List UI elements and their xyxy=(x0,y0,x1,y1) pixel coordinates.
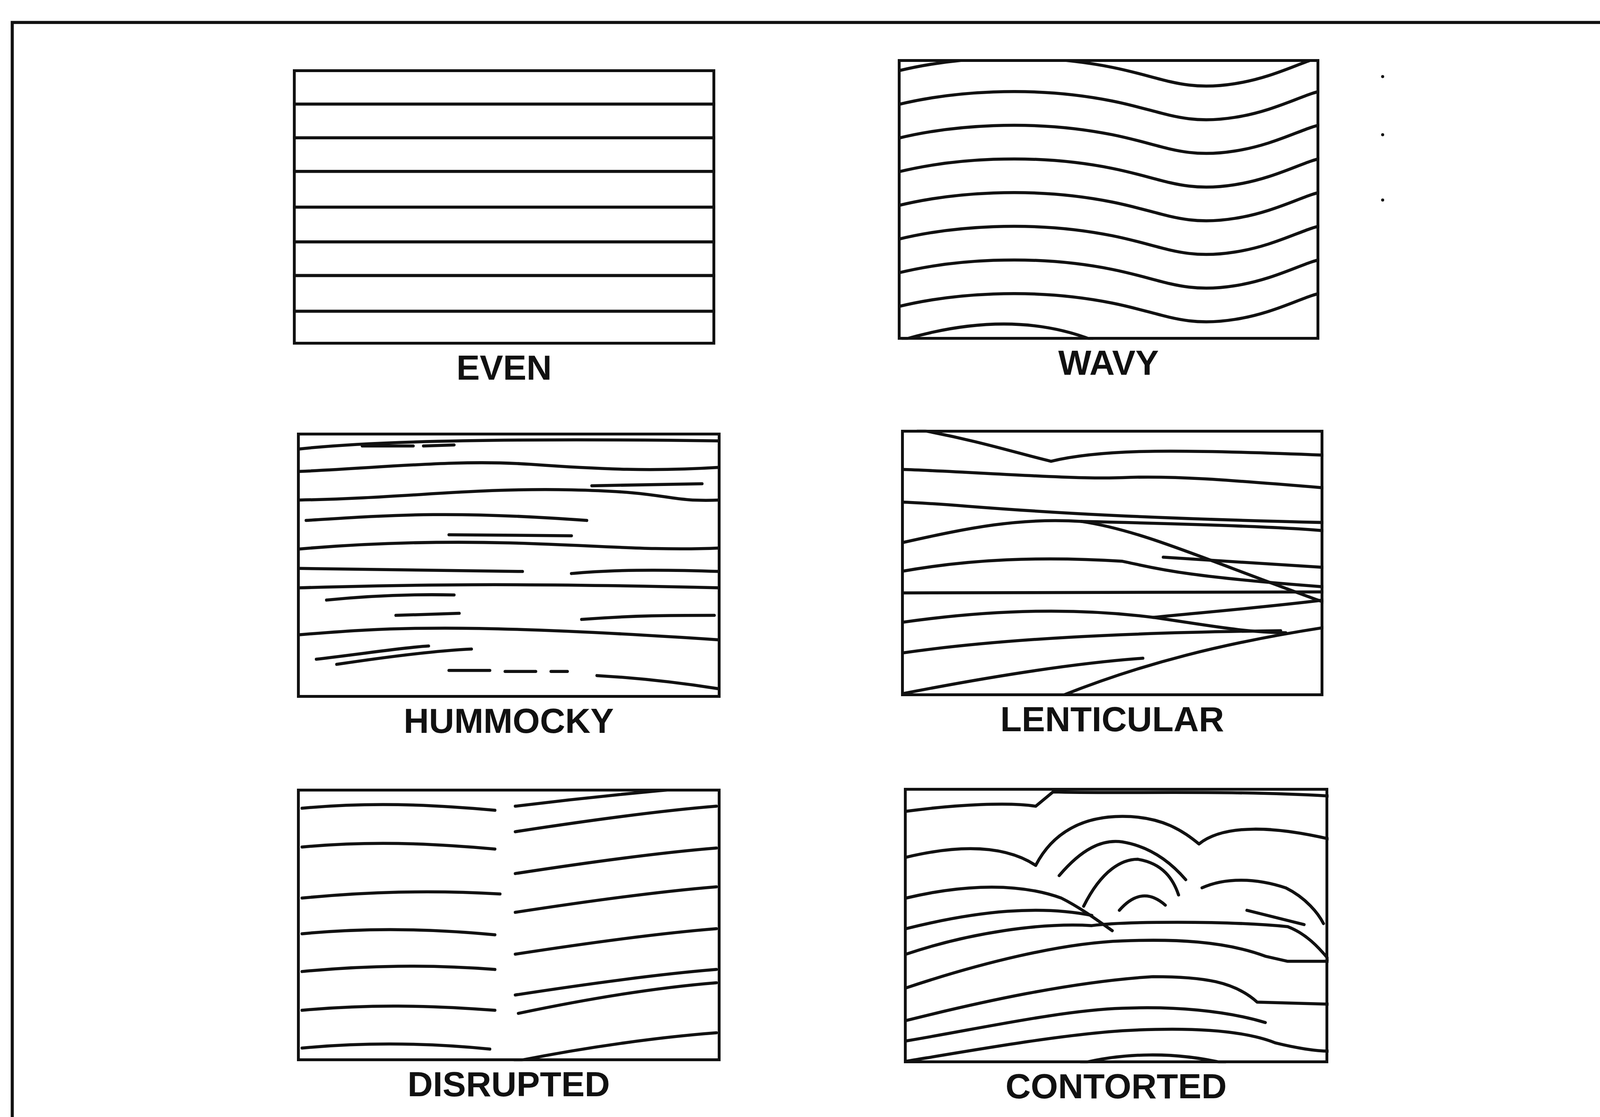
stratum-line xyxy=(897,124,1320,154)
stratum-line xyxy=(292,274,716,278)
stratum-line xyxy=(906,791,1329,812)
bedding-panel: DISRUPTED xyxy=(296,788,721,1062)
bedding-panel: LENTICULAR xyxy=(901,429,1324,697)
panel-label: CONTORTED xyxy=(1005,1068,1227,1104)
stratum-line xyxy=(515,928,717,955)
stratum-line xyxy=(1119,895,1166,910)
outer-frame xyxy=(12,22,1600,1117)
stratum-line xyxy=(423,444,455,447)
panel-label: EVEN xyxy=(456,349,552,385)
disrupted-bedding-lines xyxy=(302,788,717,1062)
stratum-line xyxy=(906,976,1329,1021)
stratum-line xyxy=(901,610,1286,633)
stratum-line xyxy=(906,1007,1266,1041)
stratum-line xyxy=(897,259,1320,288)
stratum-line xyxy=(591,483,703,486)
stratum-line xyxy=(1061,627,1324,697)
stratum-line xyxy=(581,615,715,620)
stratum-line xyxy=(515,969,717,996)
stratum-line xyxy=(515,806,717,832)
hummocky-bedding-lines xyxy=(298,439,720,689)
stratum-line xyxy=(306,514,587,521)
stratum-line xyxy=(897,59,1320,86)
stratum-line xyxy=(505,670,536,674)
stratum-line xyxy=(901,658,1143,695)
panel-label: LENTICULAR xyxy=(1000,701,1225,737)
stratum-line xyxy=(1081,521,1324,531)
stratum-line xyxy=(1202,880,1324,924)
stray-mark xyxy=(1381,198,1385,202)
stratum-line xyxy=(292,205,716,209)
stratum-line xyxy=(326,594,455,600)
stratum-line xyxy=(292,309,716,313)
stratum-line xyxy=(515,848,717,874)
stratum-line xyxy=(292,240,716,244)
stratum-line xyxy=(298,462,720,472)
stratum-line xyxy=(298,584,720,588)
wavy-bedding-lines xyxy=(897,59,1320,340)
stratum-line xyxy=(292,169,716,174)
stratum-line xyxy=(901,469,1324,488)
stratum-line xyxy=(901,520,1324,603)
stratum-line xyxy=(901,502,1324,523)
stratum-line xyxy=(515,886,717,913)
stratum-line xyxy=(292,136,716,140)
stratum-line xyxy=(302,804,495,811)
stratum-line xyxy=(302,843,495,849)
stratum-line xyxy=(298,489,720,501)
stratum-line xyxy=(395,613,460,616)
stratum-line xyxy=(901,630,1281,653)
stratum-line xyxy=(448,534,572,537)
stratum-line xyxy=(448,668,490,673)
even-bedding-lines xyxy=(292,104,716,312)
stratum-line xyxy=(302,929,495,935)
bedding-panel: EVEN xyxy=(292,69,716,345)
panel-label: WAVY xyxy=(1058,345,1159,381)
stratum-line xyxy=(302,891,501,898)
stratum-line xyxy=(298,439,720,450)
lenticular-bedding-lines xyxy=(901,429,1324,697)
stratum-line xyxy=(918,429,1324,462)
stratum-line xyxy=(571,570,720,574)
stratum-line xyxy=(518,982,717,1014)
stratum-line xyxy=(316,646,429,660)
stratum-line xyxy=(515,1032,717,1062)
stratum-line xyxy=(302,1006,495,1011)
stratum-line xyxy=(1153,600,1324,618)
stratum-line xyxy=(302,966,495,972)
stray-mark xyxy=(1381,133,1385,137)
bedding-panel: WAVY xyxy=(897,59,1320,340)
stratum-line xyxy=(298,568,523,572)
stratum-line xyxy=(362,444,414,448)
stratum-line xyxy=(897,90,1320,120)
stratum-line xyxy=(336,648,472,665)
panel-label: DISRUPTED xyxy=(407,1066,611,1102)
bedding-panel: HUMMOCKY xyxy=(296,432,721,698)
stratum-line xyxy=(901,591,1324,594)
stratum-line xyxy=(298,628,720,640)
stratum-line xyxy=(1246,910,1304,925)
stratum-line xyxy=(302,1043,491,1050)
stray-mark xyxy=(1381,74,1385,79)
stratum-line xyxy=(897,225,1320,255)
stratum-line xyxy=(897,191,1320,221)
bedding-panel: CONTORTED xyxy=(903,787,1329,1064)
panel-label: HUMMOCKY xyxy=(403,703,614,739)
stratum-line xyxy=(292,102,716,106)
stratum-line xyxy=(298,542,720,550)
stratum-line xyxy=(551,670,568,674)
stratum-line xyxy=(1163,557,1324,568)
contorted-bedding-lines xyxy=(906,791,1329,1064)
stratum-line xyxy=(897,158,1320,187)
stratum-line xyxy=(897,292,1320,322)
stratum-line xyxy=(596,675,720,689)
